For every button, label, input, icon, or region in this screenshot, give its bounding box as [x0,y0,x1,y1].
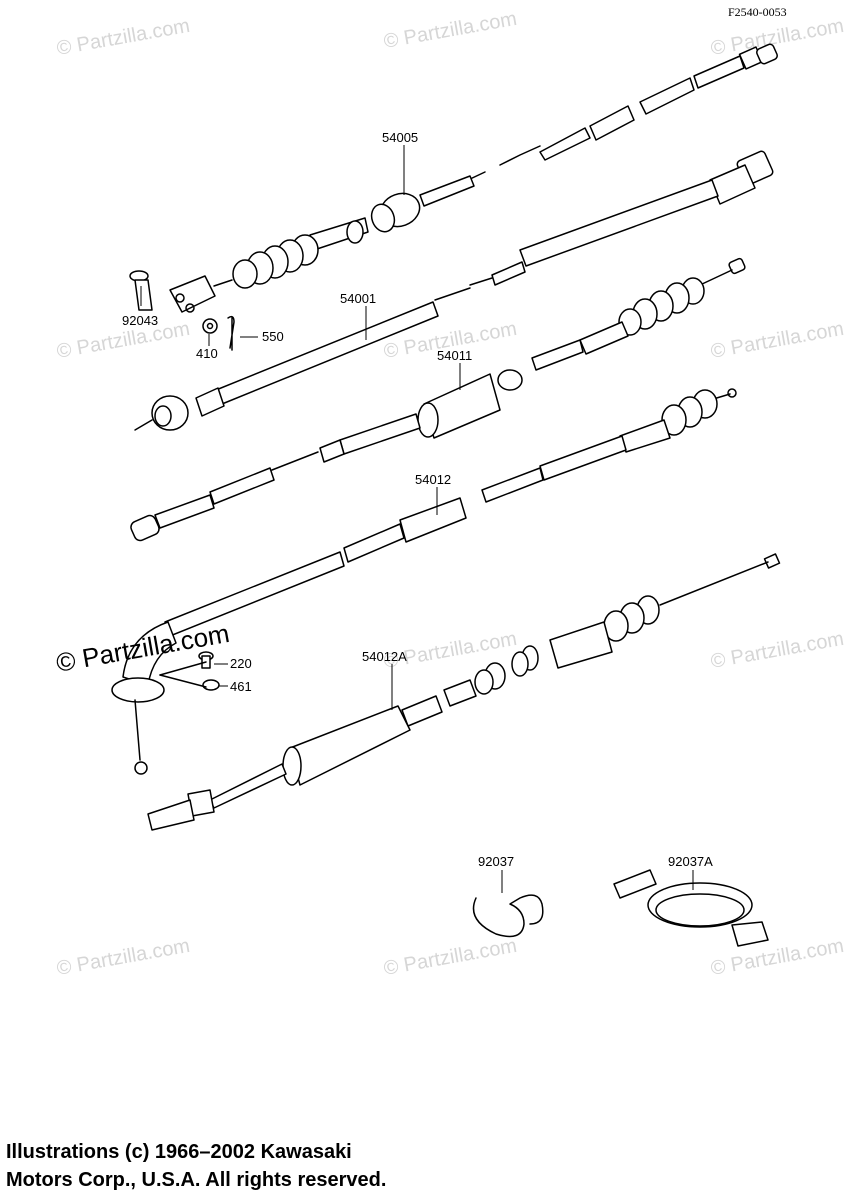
part-labels: 54005 92043 410 550 54001 54011 54012 22… [122,130,713,869]
part-label-550: 550 [262,329,284,344]
copyright-notice: Illustrations (c) 1966–2002 Kawasaki Mot… [6,1138,386,1194]
leader-lines [140,145,694,893]
clip-92037 [472,894,544,938]
part-label-54001: 54001 [340,291,376,306]
part-label-92043: 92043 [122,313,158,328]
cable-54011 [130,257,746,542]
watermark: © Partzilla.com [709,318,846,363]
part-label-410: 410 [196,346,218,361]
part-label-54012A: 54012A [362,649,407,664]
watermark: © Partzilla.com [709,935,846,980]
part-label-92037: 92037 [478,854,514,869]
watermark: © Partzilla.com [709,15,846,60]
part-label-54005: 54005 [382,130,418,145]
part-label-461: 461 [230,679,252,694]
watermark: © Partzilla.com [55,935,192,980]
watermark: © Partzilla.com [382,935,519,980]
watermark: © Partzilla.com [382,8,519,53]
cable-54012 [111,388,737,775]
washer-410 [202,318,218,334]
part-label-92037A: 92037A [668,854,713,869]
copyright-line-2: Motors Corp., U.S.A. All rights reserved… [6,1169,387,1191]
part-label-54012: 54012 [415,472,451,487]
part-label-54011: 54011 [437,348,472,363]
bolt-220 [198,651,214,669]
clamp-92037A [613,869,769,947]
watermark-layer: © Partzilla.com © Partzilla.com © Partzi… [55,8,846,980]
figure-number: F2540-0053 [728,5,787,19]
cable-54012A [147,553,781,831]
watermark: © Partzilla.com [709,628,846,673]
cotter-pin-550 [227,315,235,351]
watermark: © Partzilla.com [55,15,192,60]
pin-92043 [129,270,153,311]
cable-54001 [134,150,774,431]
copyright-line-1: Illustrations (c) 1966–2002 Kawasaki [6,1141,352,1163]
part-label-220: 220 [230,656,252,671]
cable-54005 [169,43,778,313]
washer-461 [202,679,220,691]
